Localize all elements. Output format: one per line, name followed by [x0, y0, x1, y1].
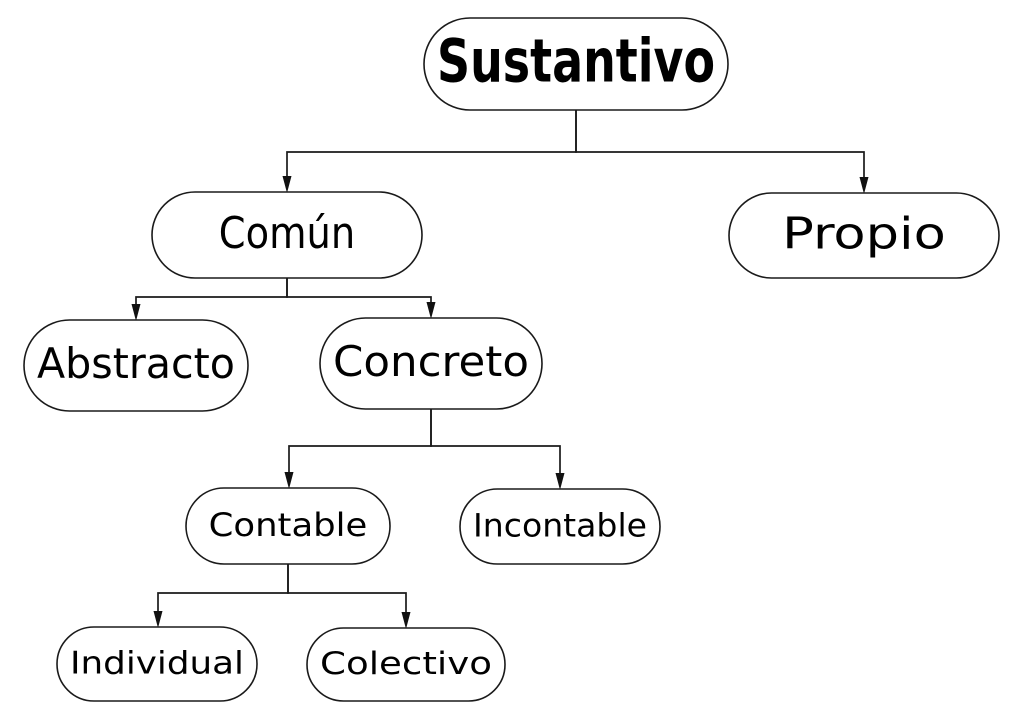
- connector-comun-to-abstracto: [131, 278, 288, 321]
- node-abstracto[interactable]: Abstracto: [23, 319, 249, 412]
- arrowhead-icon: [131, 304, 141, 321]
- node-concreto[interactable]: Concreto: [319, 317, 543, 410]
- arrowhead-icon: [426, 302, 436, 319]
- node-shape-individual[interactable]: [56, 626, 258, 702]
- connector-line: [157, 564, 289, 611]
- connector-line: [288, 409, 432, 472]
- node-contable[interactable]: Contable: [185, 487, 391, 565]
- node-label-contable: Contable: [209, 506, 368, 544]
- node-individual[interactable]: Individual: [56, 626, 258, 702]
- arrowhead-icon: [153, 611, 163, 628]
- connector-sustantivo-to-propio: [575, 110, 869, 194]
- connector-concreto-to-incontable: [430, 409, 565, 490]
- connector-line: [135, 278, 288, 304]
- connector-concreto-to-contable: [284, 409, 432, 489]
- node-shape-sustantivo[interactable]: [423, 17, 729, 111]
- connector-line: [286, 278, 432, 302]
- connector-line: [287, 564, 407, 612]
- connector-line: [286, 110, 577, 176]
- node-shape-contable[interactable]: [185, 487, 391, 565]
- node-label-concreto: Concreto: [333, 337, 529, 386]
- node-label-sustantivo: Sustantivo: [437, 27, 715, 97]
- node-sustantivo[interactable]: Sustantivo: [423, 17, 729, 111]
- node-label-colectivo: Colectivo: [320, 646, 492, 682]
- edges-layer: [131, 110, 869, 629]
- node-label-comun: Común: [219, 208, 355, 259]
- node-label-incontable: Incontable: [473, 507, 647, 545]
- arrowhead-icon: [401, 612, 411, 629]
- node-shape-propio[interactable]: [728, 192, 1000, 279]
- node-colectivo[interactable]: Colectivo: [306, 627, 506, 702]
- node-shape-colectivo[interactable]: [306, 627, 506, 702]
- connector-line: [430, 409, 561, 473]
- node-comun[interactable]: Común: [151, 191, 423, 279]
- connector-contable-to-individual: [153, 564, 289, 628]
- connector-comun-to-concreto: [286, 278, 436, 319]
- connector-line: [575, 110, 865, 177]
- arrowhead-icon: [282, 176, 292, 193]
- node-label-propio: Propio: [782, 209, 946, 260]
- node-incontable[interactable]: Incontable: [459, 488, 661, 565]
- connector-sustantivo-to-comun: [282, 110, 577, 193]
- node-shape-comun[interactable]: [151, 191, 423, 279]
- connector-contable-to-colectivo: [287, 564, 411, 629]
- node-label-individual: Individual: [70, 646, 244, 682]
- arrowhead-icon: [859, 177, 869, 194]
- node-label-abstracto: Abstracto: [37, 339, 235, 388]
- node-shape-concreto[interactable]: [319, 317, 543, 410]
- arrowhead-icon: [284, 472, 294, 489]
- node-shape-abstracto[interactable]: [23, 319, 249, 412]
- node-shape-incontable[interactable]: [459, 488, 661, 565]
- arrowhead-icon: [555, 473, 565, 490]
- node-propio[interactable]: Propio: [728, 192, 1000, 279]
